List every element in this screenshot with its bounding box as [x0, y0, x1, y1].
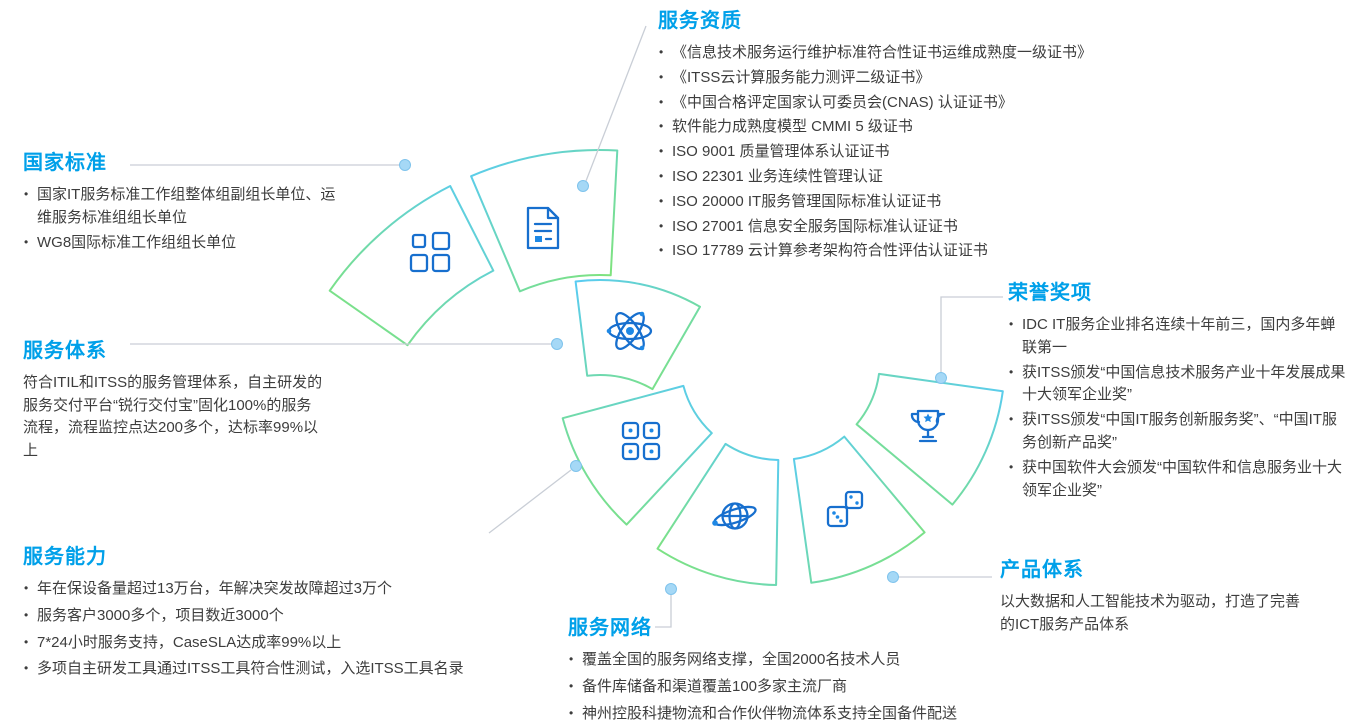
list-item: 软件能力成熟度模型 CMMI 5 级证书 [658, 116, 1328, 139]
certificate-icon [526, 206, 560, 250]
list-item: 获ITSS颁发“中国IT服务创新服务奖”、“中国IT服务创新产品奖” [1008, 409, 1346, 455]
wedge-service-network [656, 442, 780, 586]
list-item: 《中国合格评定国家认可委员会(CNAS) 认证证书》 [658, 92, 1328, 115]
connector-service-capability [488, 469, 572, 534]
product-system-paragraph: 以大数据和人工智能技术为驱动，打造了完善的ICT服务产品体系 [1000, 593, 1301, 633]
service-system-paragraph: 符合ITIL和ITSS的服务管理体系，自主研发的服务交付平台“锐行交付宝”固化1… [23, 374, 323, 459]
trophy-icon [910, 409, 946, 443]
connector-dot-service-system [551, 338, 563, 350]
list-item: 获ITSS颁发“中国信息技术服务产业十年发展成果十大领军企业奖” [1008, 362, 1346, 408]
honors-awards-list: IDC IT服务企业排名连续十年前三，国内多年蝉联第一获ITSS颁发“中国信息技… [1008, 314, 1346, 502]
grid-icon [409, 231, 451, 273]
connector-dot-national-standards [399, 159, 411, 171]
list-item: 服务客户3000多个，项目数近3000个 [23, 605, 528, 628]
service-capability-list: 年在保设备量超过13万台，年解决突发故障超过3万个服务客户3000多个，项目数近… [23, 578, 528, 681]
apps-icon [621, 421, 661, 461]
section-title-service-network: 服务网络 [568, 617, 652, 639]
list-item: 国家IT服务标准工作组整体组副组长单位、运维服务标准组组长单位 [23, 184, 341, 230]
section-title-honors-awards: 荣誉奖项 [1008, 282, 1092, 304]
section-product-system: 产品体系 以大数据和人工智能技术为驱动，打造了完善的ICT服务产品体系 [1000, 553, 1308, 636]
section-service-qualifications: 服务资质 《信息技术服务运行维护标准符合性证书运维成熟度一级证书》《ITSS云计… [658, 4, 1328, 265]
section-title-service-qualifications: 服务资质 [658, 10, 742, 32]
list-item: 《ITSS云计算服务能力测评二级证书》 [658, 67, 1328, 90]
list-item: 神州控股科捷物流和合作伙伴物流体系支持全国备件配送 [568, 703, 998, 721]
list-item: 年在保设备量超过13万台，年解决突发故障超过3万个 [23, 578, 528, 601]
list-item: 《信息技术服务运行维护标准符合性证书运维成熟度一级证书》 [658, 42, 1328, 65]
section-national-standards: 国家标准 国家IT服务标准工作组整体组副组长单位、运维服务标准组组长单位WG8国… [23, 146, 341, 256]
service-qualifications-list: 《信息技术服务运行维护标准符合性证书运维成熟度一级证书》《ITSS云计算服务能力… [658, 42, 1328, 263]
wedge-honors-awards [855, 372, 1004, 506]
list-item: 获中国软件大会颁发“中国软件和信息服务业十大领军企业奖” [1008, 457, 1346, 503]
list-item: 备件库储备和渠道覆盖100多家主流厂商 [568, 676, 998, 699]
list-item: IDC IT服务企业排名连续十年前三，国内多年蝉联第一 [1008, 314, 1346, 360]
globe-icon [712, 502, 757, 530]
list-item: 覆盖全国的服务网络支撑，全国2000名技术人员 [568, 649, 998, 672]
section-service-capability: 服务能力 年在保设备量超过13万台，年解决突发故障超过3万个服务客户3000多个… [23, 540, 528, 685]
section-title-service-system: 服务体系 [23, 340, 107, 362]
list-item: ISO 20000 IT服务管理国际标准认证证书 [658, 191, 1328, 214]
section-service-system: 服务体系 符合ITIL和ITSS的服务管理体系，自主研发的服务交付平台“锐行交付… [23, 334, 325, 462]
list-item: 多项自主研发工具通过ITSS工具符合性测试，入选ITSS工具名录 [23, 658, 528, 681]
section-title-service-capability: 服务能力 [23, 546, 107, 568]
section-title-product-system: 产品体系 [1000, 559, 1084, 581]
connector-dot-product-system [887, 571, 899, 583]
list-item: ISO 22301 业务连续性管理认证 [658, 166, 1328, 189]
connector-dot-service-qualifications [577, 180, 589, 192]
section-title-national-standards: 国家标准 [23, 152, 107, 174]
connector-honors-awards [940, 296, 1003, 373]
connector-service-network [655, 594, 672, 628]
connector-dot-honors-awards [935, 372, 947, 384]
section-service-network: 服务网络 覆盖全国的服务网络支撑，全国2000名技术人员备件库储备和渠道覆盖10… [568, 611, 998, 721]
list-item: ISO 9001 质量管理体系认证证书 [658, 141, 1328, 164]
list-item: WG8国际标准工作组组长单位 [23, 232, 341, 255]
list-item: ISO 17789 云计算参考架构符合性评估认证证书 [658, 240, 1328, 263]
connector-dot-service-network [665, 583, 677, 595]
national-standards-list: 国家IT服务标准工作组整体组副组长单位、运维服务标准组组长单位WG8国际标准工作… [23, 184, 341, 254]
section-honors-awards: 荣誉奖项 IDC IT服务企业排名连续十年前三，国内多年蝉联第一获ITSS颁发“… [1008, 276, 1346, 504]
service-network-list: 覆盖全国的服务网络支撑，全国2000名技术人员备件库储备和渠道覆盖100多家主流… [568, 649, 998, 721]
list-item: 7*24小时服务支持，CaseSLA达成率99%以上 [23, 632, 528, 655]
dice-icon [826, 490, 864, 528]
wedge-product-system [792, 435, 926, 584]
connector-dot-service-capability [570, 460, 582, 472]
connector-service-qualifications [585, 25, 647, 182]
list-item: ISO 27001 信息安全服务国际标准认证证书 [658, 216, 1328, 239]
atom-icon [606, 311, 653, 351]
